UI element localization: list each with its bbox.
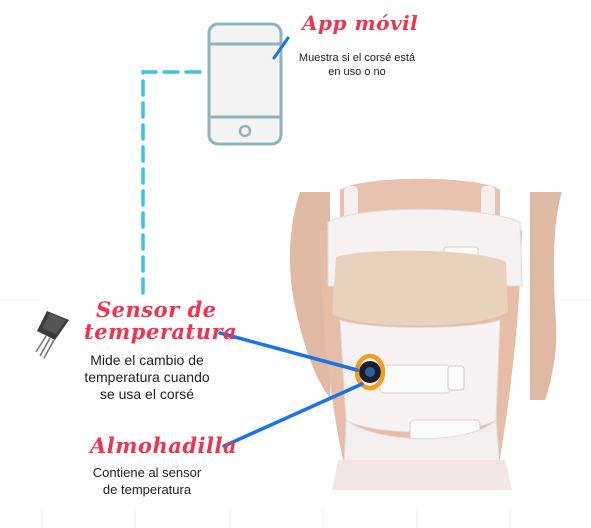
pad-description-line1: Contiene al sensor xyxy=(92,465,202,480)
pad-connector xyxy=(222,382,364,448)
corset-figure xyxy=(262,178,562,500)
background-guides xyxy=(0,299,591,528)
app-connector xyxy=(272,36,290,60)
sensor-title-line1: Sensor de xyxy=(96,297,217,322)
pad-description-line2: de temperatura xyxy=(102,482,192,497)
pad-highlight-ring xyxy=(354,353,386,391)
sensor-connector xyxy=(218,331,359,372)
phone-icon xyxy=(207,22,283,146)
sensor-description-line1: Mide el cambio de xyxy=(90,352,204,368)
pad-title: Almohadilla xyxy=(90,433,238,458)
temperature-sensor-icon xyxy=(35,311,69,359)
sensor-description-line2: temperatura cuando xyxy=(84,369,210,385)
app-description: Muestra si el corsé está en uso o no xyxy=(298,52,416,78)
sensor-description-line3: se usa el corsé xyxy=(99,386,195,402)
app-title: App móvil xyxy=(302,11,419,35)
sensor-title-line2: temperatura xyxy=(84,319,238,344)
wireless-link-dashed xyxy=(141,70,202,302)
